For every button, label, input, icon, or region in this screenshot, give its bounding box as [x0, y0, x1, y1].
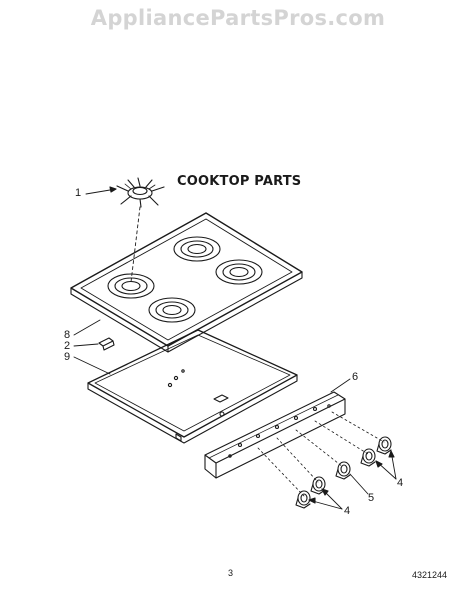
burner-grate-part — [116, 177, 165, 208]
burner-box-part — [87, 329, 298, 444]
knob-rear-right — [376, 436, 392, 455]
burner-rear-right — [215, 259, 263, 285]
callout-5: 5 — [368, 492, 375, 504]
diagram-title: COOKTOP PARTS — [177, 174, 302, 189]
callout-1: 1 — [75, 187, 82, 199]
knob-rear-center — [360, 448, 376, 467]
watermark: AppliancePartsPros.com — [90, 6, 386, 30]
callout-8: 8 — [64, 329, 71, 341]
cooktop-top — [70, 212, 303, 353]
knob-front-center — [310, 476, 326, 495]
callout-6: 6 — [352, 371, 359, 383]
manifold-panel-part — [204, 391, 346, 479]
callout-9: 9 — [64, 351, 71, 363]
page-number: 3 — [228, 568, 234, 578]
callout-4-lower: 4 — [344, 505, 351, 517]
knob-center — [335, 461, 351, 480]
callout-4-upper: 4 — [397, 477, 404, 489]
callout-2: 2 — [64, 340, 71, 352]
knob-front-left — [295, 490, 311, 509]
document-number: 4321244 — [412, 570, 448, 580]
clip-part — [98, 337, 115, 351]
burner-front-right — [148, 297, 196, 323]
burner-rear-left — [173, 236, 221, 262]
burner-front-left — [107, 273, 155, 299]
